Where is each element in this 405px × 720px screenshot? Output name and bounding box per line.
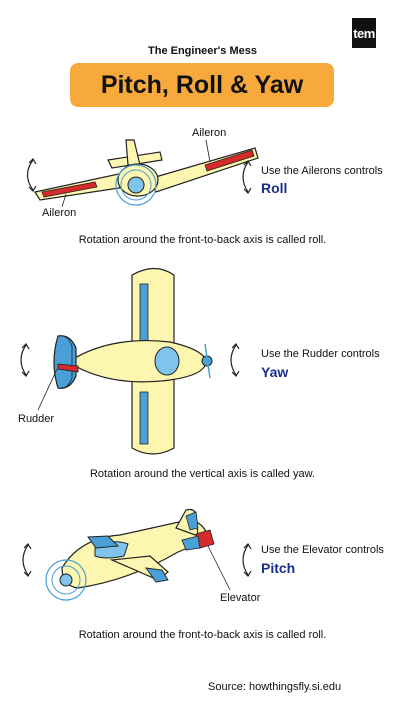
brand-name: The Engineer's Mess — [148, 45, 257, 57]
logo-text: tem — [353, 25, 375, 41]
aileron-label-left: Aileron — [42, 207, 77, 219]
rotation-arrow-icon — [242, 544, 249, 576]
rudder-label: Rudder — [18, 413, 55, 425]
elevator-label: Elevator — [220, 592, 261, 604]
rotation-arrow-icon — [20, 344, 27, 376]
pitch-caption: Rotation around the front-to-back axis i… — [78, 629, 327, 641]
title-banner: Pitch, Roll & Yaw — [70, 63, 334, 107]
logo: tem — [352, 18, 376, 48]
pitch-control-text: Use the Elevator controls — [261, 544, 384, 556]
roll-caption: Rotation around the front-to-back axis i… — [78, 234, 327, 246]
rotation-arrow-icon — [242, 161, 249, 193]
right-aileron — [204, 149, 255, 172]
yaw-control-text: Use the Rudder controls — [261, 348, 380, 360]
left-aileron — [41, 181, 98, 198]
rotation-arrow-icon — [230, 344, 237, 376]
rudder — [57, 363, 79, 373]
propeller — [115, 164, 157, 206]
yaw-keyword: Yaw — [261, 364, 289, 380]
propeller — [204, 343, 211, 379]
aileron-label-right: Aileron — [192, 127, 227, 139]
source-credit: Source: howthingsfly.si.edu — [208, 681, 342, 693]
rotation-arrow-icon — [26, 159, 34, 191]
pitch-keyword: Pitch — [261, 560, 296, 576]
page-title: Pitch, Roll & Yaw — [100, 70, 304, 99]
yaw-caption: Rotation around the vertical axis is cal… — [89, 468, 315, 480]
propeller — [45, 559, 87, 601]
roll-keyword: Roll — [261, 180, 288, 196]
rotation-arrow-icon — [22, 544, 29, 576]
tailplane — [53, 335, 77, 389]
roll-control-text: Use the Ailerons controls — [261, 165, 383, 177]
